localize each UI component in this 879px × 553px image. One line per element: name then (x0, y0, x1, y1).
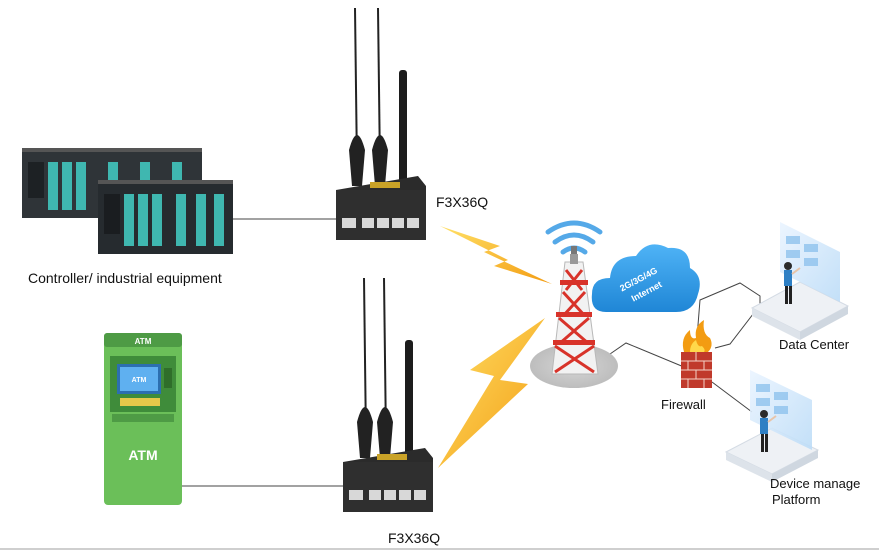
device-platform-label-line1: Device manage (770, 476, 861, 491)
atm-top-sign: ATM (135, 337, 152, 346)
link-tower-firewall (609, 342, 697, 373)
atm-body-text: ATM (128, 447, 157, 463)
firewall-label: Firewall (661, 397, 706, 412)
data-center-icon (750, 222, 850, 340)
lightning-top-icon (440, 226, 552, 284)
plc-controller-icon (22, 148, 233, 254)
device-platform-label: Device manage Platform (770, 476, 876, 508)
link-firewall-platform (711, 381, 753, 413)
cell-tower-icon (530, 246, 618, 388)
controller-label: Controller/ industrial equipment (28, 270, 222, 286)
device-platform-icon (724, 370, 820, 482)
router-bottom-icon (343, 277, 433, 512)
device-platform-label-line2: Platform (772, 492, 821, 507)
router-top-icon (336, 7, 426, 240)
link-firewall-datacenter (695, 282, 761, 351)
connection-lines (180, 218, 761, 487)
router-top-label: F3X36Q (436, 194, 489, 210)
internet-cloud-icon: 2G/3G/4G Internet (591, 244, 700, 312)
atm-screen-text: ATM (132, 377, 147, 384)
router-bottom-label: F3X36Q (388, 530, 441, 546)
lightning-bottom-icon (438, 318, 545, 468)
data-center-label: Data Center (779, 337, 850, 352)
firewall-icon (681, 320, 712, 388)
atm-icon: ATM ATM ATM (104, 333, 182, 505)
